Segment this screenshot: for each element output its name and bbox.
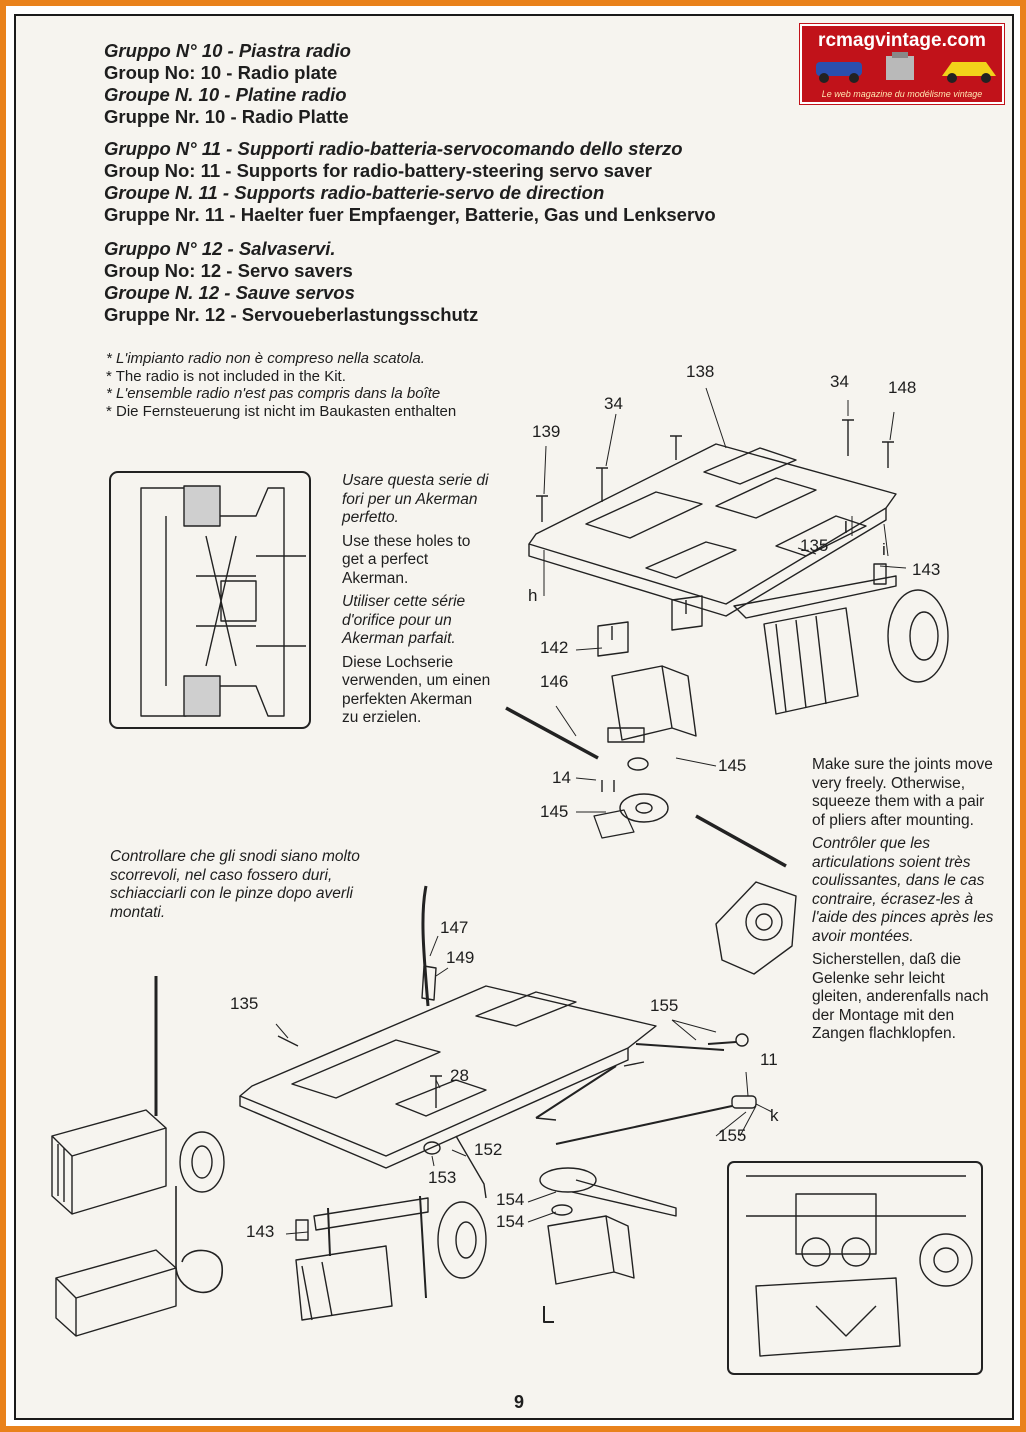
servo-saver-part <box>715 881 797 975</box>
radio-not-included-notes: * L'impianto radio non è compreso nella … <box>106 350 456 420</box>
akerman-fr: Utiliser cette série d'orifice pour un A… <box>342 593 466 647</box>
heading-fr: Groupe N. 11 - Supports radio-batterie-s… <box>104 182 605 203</box>
callout-28: 28 <box>450 1066 469 1085</box>
akerman-en: Use these holes to get a perfect Akerman… <box>342 532 471 587</box>
note-fr: * L'ensemble radio n'est pas compris dan… <box>106 385 441 402</box>
callout-145: 145 <box>540 802 569 821</box>
radio-plate-top <box>528 443 897 617</box>
callout-145: 145 <box>718 756 747 775</box>
callout-155: 155 <box>718 1126 747 1145</box>
logo-title: rcmagvintage.com <box>818 30 986 51</box>
leader-lines-top <box>543 387 907 813</box>
heading-it: Gruppo N° 11 - Supporti radio-batteria-s… <box>104 138 683 159</box>
akerman-instructions: Usare questa serie di fori per un Akerma… <box>342 472 492 733</box>
akerman-inset-figure <box>109 471 311 729</box>
callout-138: 138 <box>686 362 715 381</box>
note-it: * L'impianto radio non è compreso nella … <box>106 350 425 367</box>
page-frame: Gruppo N° 10 - Piastra radio Group No: 1… <box>6 6 1020 1426</box>
heading-de: Gruppe Nr. 11 - Haelter fuer Empfaenger,… <box>104 204 716 225</box>
group-10-heading: Gruppo N° 10 - Piastra radio Group No: 1… <box>104 40 351 128</box>
callout-142: 142 <box>540 638 569 657</box>
heading-it: Gruppo N° 12 - Salvaservi. <box>104 238 336 259</box>
heading-en: Group No: 12 - Servo savers <box>104 260 353 281</box>
servo-and-battery <box>505 563 949 868</box>
logo-cars-icon <box>816 52 996 83</box>
group-12-heading: Gruppo N° 12 - Salvaservi. Group No: 12 … <box>104 238 478 326</box>
callout-147: 147 <box>440 918 469 937</box>
car-installation-inset <box>727 1161 983 1375</box>
callout-148: 148 <box>888 378 917 397</box>
logo-subtitle: Le web magazine du modélisme vintage <box>821 89 983 99</box>
heading-de: Gruppe Nr. 10 - Radio Platte <box>104 106 349 127</box>
callout-k: k <box>770 1106 779 1125</box>
joints-instructions: Make sure the joints move very freely. O… <box>812 756 998 1049</box>
callout-154: 154 <box>496 1190 525 1209</box>
callout-h: h <box>528 586 538 605</box>
callout-i: i <box>882 540 886 559</box>
callout-155: 155 <box>650 996 679 1015</box>
callout-153: 153 <box>428 1168 457 1187</box>
radio-plate-bottom <box>239 885 757 1323</box>
group-11-heading: Gruppo N° 11 - Supporti radio-batteria-s… <box>104 138 716 226</box>
callout-139: 139 <box>532 422 561 441</box>
heading-fr: Groupe N. 10 - Platine radio <box>104 84 347 105</box>
heading-en: Group No: 11 - Supports for radio-batter… <box>104 160 652 181</box>
joints-de: Sicherstellen, daß die Gelenke sehr leic… <box>812 951 989 1042</box>
callout-143: 143 <box>246 1222 275 1241</box>
callout-146: 146 <box>540 672 569 691</box>
note-de: * Die Fernsteuerung ist nicht im Baukast… <box>106 402 457 420</box>
leader-lines-bottom <box>275 935 773 1235</box>
joints-fr: Contrôler que les articulations soient t… <box>812 835 994 945</box>
heading-fr: Groupe N. 12 - Sauve servos <box>104 282 355 303</box>
callout-11: 11 <box>760 1050 778 1069</box>
callout-135: 135 <box>230 994 259 1013</box>
callout-154: 154 <box>496 1212 525 1231</box>
callout-34: 34 <box>830 372 849 391</box>
heading-it: Gruppo N° 10 - Piastra radio <box>104 40 351 61</box>
callout-135: 135 <box>800 536 829 555</box>
joints-instruction-it: Controllare che gli snodi siano molto sc… <box>110 848 360 921</box>
callout-l: l <box>844 518 848 537</box>
exploded-diagram <box>51 387 983 1375</box>
heading-de: Gruppe Nr. 12 - Servoueberlastungsschutz <box>104 304 479 325</box>
callout-14: 14 <box>552 768 571 787</box>
akerman-it: Usare questa serie di fori per un Akerma… <box>342 472 489 526</box>
rcmagvintage-logo: rcmagvintage.com Le web magazine du modé… <box>800 24 1004 104</box>
joints-en: Make sure the joints move very freely. O… <box>812 756 993 829</box>
callout-34: 34 <box>604 394 623 413</box>
akerman-de: Diese Lochserie verwenden, um einen perf… <box>342 653 491 727</box>
note-en: * The radio is not included in the Kit. <box>106 367 346 385</box>
screws-top <box>536 419 894 522</box>
receiver-battery-left <box>51 976 225 1337</box>
page-number: 9 <box>514 1392 525 1412</box>
callout-143: 143 <box>912 560 941 579</box>
heading-en: Group No: 10 - Radio plate <box>104 62 338 83</box>
manual-page: Gruppo N° 10 - Piastra radio Group No: 1… <box>14 14 1014 1420</box>
callout-149: 149 <box>446 948 475 967</box>
callout-152: 152 <box>474 1140 503 1159</box>
